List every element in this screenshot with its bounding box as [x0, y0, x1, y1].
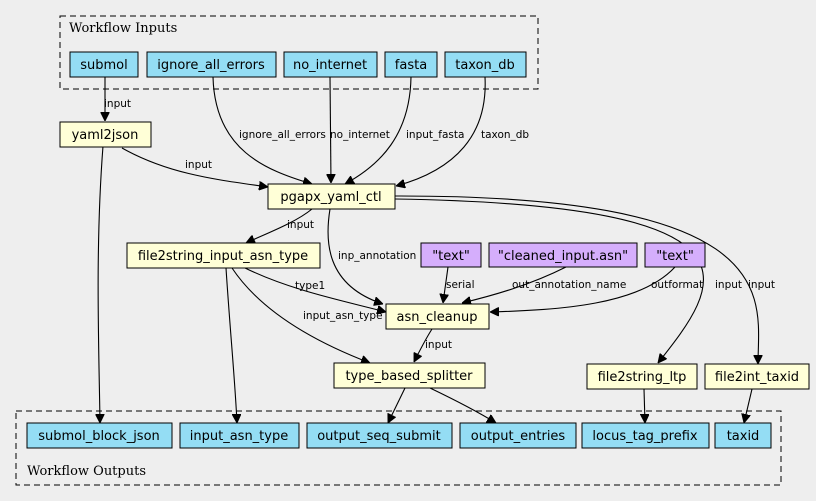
node-file2int-taxid[interactable]: file2int_taxid	[704, 363, 810, 390]
workflow-inputs-label: Workflow Inputs	[69, 21, 177, 36]
edge-label-ignore-pgapx: ignore_all_errors	[239, 129, 326, 141]
svg-text:submol_block_json: submol_block_json	[38, 429, 160, 444]
edge-label-fasta-pgapx: input_fasta	[406, 129, 464, 141]
svg-text:fasta: fasta	[395, 58, 427, 73]
edge-fasta-pgapx	[345, 76, 412, 185]
edge-nointernet-pgapx	[330, 76, 331, 183]
edge-yaml2json-pgapx	[121, 147, 268, 187]
node-file2string-input-asn-type[interactable]: file2string_input_asn_type	[126, 242, 321, 269]
workflow-inputs-cluster: Workflow Inputs	[59, 15, 539, 90]
node-fasta[interactable]: fasta	[384, 51, 438, 78]
edge-label-f2s-asncleanup: type1	[295, 280, 325, 292]
edges	[98, 76, 759, 423]
edge-asncleanup-splitter	[413, 328, 433, 362]
edge-labels: input ignore_all_errors no_internet inpu…	[104, 98, 775, 351]
edge-file2string-asncleanup	[244, 267, 386, 312]
node-submol-block-json[interactable]: submol_block_json	[26, 422, 173, 449]
edge-file2string-inputasntype	[225, 267, 237, 423]
svg-text:output_entries: output_entries	[471, 429, 566, 444]
node-literal-text-1[interactable]: "text"	[420, 242, 482, 268]
edge-pgapx-asncleanup	[327, 208, 383, 304]
svg-text:submol: submol	[80, 58, 128, 73]
edge-splitter-outseq	[388, 387, 406, 423]
node-pgapx-yaml-ctl[interactable]: pgapx_yaml_ctl	[267, 183, 396, 210]
svg-text:output_seq_submit: output_seq_submit	[317, 429, 441, 444]
edge-label-submol-yaml2json: input	[104, 98, 131, 110]
node-asn-cleanup[interactable]: asn_cleanup	[385, 303, 490, 330]
svg-text:locus_tag_prefix: locus_tag_prefix	[592, 429, 698, 444]
svg-text:yaml2json: yaml2json	[72, 128, 139, 143]
edge-splitter-outentries	[429, 387, 496, 423]
edge-ignore-pgapx	[212, 76, 312, 184]
edge-yaml2json-submolblock	[98, 145, 103, 423]
node-literal-cleaned-input[interactable]: "cleaned_input.asn"	[488, 242, 638, 268]
edge-text1-asncleanup	[443, 266, 448, 303]
edge-label-pgapx-taxid: input	[748, 279, 775, 291]
node-type-based-splitter[interactable]: type_based_splitter	[333, 362, 486, 389]
svg-text:"text": "text"	[432, 249, 470, 264]
node-no-internet[interactable]: no_internet	[283, 51, 378, 78]
edge-file2string-splitter	[231, 267, 370, 363]
edge-label-text2-asncleanup: outformat	[651, 279, 703, 291]
node-input-asn-type[interactable]: input_asn_type	[179, 422, 300, 449]
edge-label-text1-asncleanup: serial	[446, 279, 475, 291]
node-taxid[interactable]: taxid	[714, 422, 772, 449]
node-submol[interactable]: submol	[69, 51, 139, 78]
edge-label-yaml2json-pgapx: input	[185, 159, 212, 171]
node-yaml2json[interactable]: yaml2json	[59, 121, 152, 148]
edge-pgapx-taxid	[394, 195, 759, 364]
edge-taxid-taxid	[744, 388, 753, 423]
edge-taxondb-pgapx	[396, 76, 486, 186]
svg-text:no_internet: no_internet	[293, 58, 367, 73]
edge-label-pgapx-asncleanup: inp_annotation	[338, 250, 416, 262]
svg-text:asn_cleanup: asn_cleanup	[397, 310, 478, 325]
step-nodes: yaml2json pgapx_yaml_ctl file2string_inp…	[59, 121, 810, 390]
edge-label-f2s-splitter: input_asn_type	[303, 310, 383, 322]
output-nodes: submol_block_json input_asn_type output_…	[26, 422, 772, 449]
svg-text:taxon_db: taxon_db	[455, 58, 515, 73]
workflow-outputs-label: Workflow Outputs	[27, 464, 146, 479]
svg-text:pgapx_yaml_ctl: pgapx_yaml_ctl	[280, 190, 381, 205]
svg-text:input_asn_type: input_asn_type	[190, 429, 288, 444]
edge-label-taxondb-pgapx: taxon_db	[481, 129, 529, 141]
edge-label-asncleanup-splitter: input	[425, 339, 452, 351]
literal-nodes: "text" "cleaned_input.asn" "text"	[420, 242, 706, 268]
edge-cleaned-asncleanup	[462, 266, 567, 303]
node-output-seq-submit[interactable]: output_seq_submit	[306, 422, 453, 449]
node-output-entries[interactable]: output_entries	[459, 422, 577, 449]
edge-label-pgapx-file2string: input	[287, 219, 314, 231]
node-locus-tag-prefix[interactable]: locus_tag_prefix	[581, 422, 710, 449]
svg-text:taxid: taxid	[727, 429, 760, 444]
svg-text:"cleaned_input.asn": "cleaned_input.asn"	[498, 249, 628, 264]
svg-text:type_based_splitter: type_based_splitter	[345, 369, 473, 384]
input-nodes: submol ignore_all_errors no_internet fas…	[69, 51, 527, 78]
edge-text2-asncleanup	[490, 266, 676, 312]
svg-text:file2string_input_asn_type: file2string_input_asn_type	[138, 249, 308, 264]
edge-ltp-locustag	[644, 388, 645, 423]
node-ignore-all-errors[interactable]: ignore_all_errors	[146, 51, 277, 78]
workflow-outputs-cluster: Workflow Outputs	[15, 410, 782, 486]
svg-text:file2int_taxid: file2int_taxid	[715, 370, 799, 385]
svg-text:ignore_all_errors: ignore_all_errors	[157, 58, 265, 73]
node-literal-text-2[interactable]: "text"	[644, 242, 706, 268]
node-file2string-ltp[interactable]: file2string_ltp	[586, 363, 698, 390]
edge-label-nointernet-pgapx: no_internet	[330, 129, 390, 141]
edge-label-cleaned-asncleanup: out_annotation_name	[512, 279, 626, 291]
node-taxon-db[interactable]: taxon_db	[444, 51, 527, 78]
svg-text:file2string_ltp: file2string_ltp	[598, 370, 687, 385]
svg-text:"text": "text"	[656, 249, 694, 264]
edge-label-pgapx-ltp: input	[715, 279, 742, 291]
edge-pgapx-file2string	[246, 208, 313, 243]
